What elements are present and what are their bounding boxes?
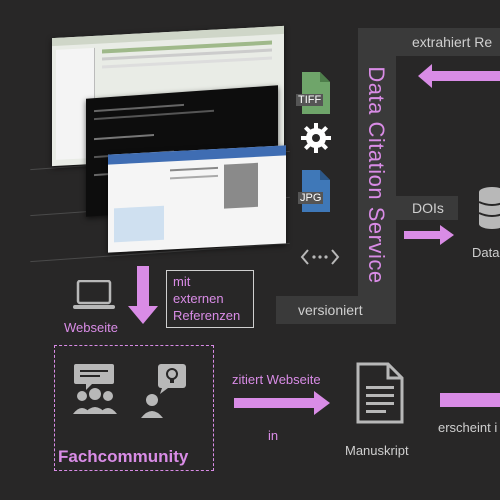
cites-arrow <box>234 390 330 416</box>
database-icon <box>478 186 500 230</box>
appears-arrow <box>440 390 500 410</box>
extracts-label: extrahiert Re <box>412 34 493 50</box>
in-label: in <box>268 428 279 443</box>
down-arrow <box>128 266 158 326</box>
doi-bar: DOIs <box>396 196 458 220</box>
tiff-file-icon: TIFF <box>296 72 332 116</box>
external-references-box: mit externen Referenzen <box>166 270 254 328</box>
data-label: Data <box>472 245 500 260</box>
versioned-bar: versioniert <box>276 296 396 324</box>
external-refs-line-1: mit <box>173 274 191 289</box>
external-refs-line-3: Referenzen <box>173 308 241 323</box>
jpg-label: JPG <box>298 192 324 204</box>
tiff-label: TIFF <box>296 94 324 106</box>
versioned-label: versioniert <box>298 302 363 318</box>
embed-code-icon <box>300 247 340 267</box>
speaker-idea-icon <box>140 362 188 420</box>
community-box <box>54 345 214 471</box>
laptop-icon <box>72 280 116 312</box>
dois-label: DOIs <box>412 200 444 216</box>
screenshot-website <box>108 145 286 253</box>
extracts-arrow <box>418 62 500 90</box>
service-title: Data Citation Service <box>364 66 389 284</box>
dois-arrow <box>404 224 454 246</box>
website-label: Webseite <box>64 320 118 335</box>
document-icon <box>356 362 404 424</box>
jpg-file-icon: JPG <box>296 170 332 214</box>
manuscript-label: Manuskript <box>345 443 409 458</box>
external-refs-line-2: externen <box>173 291 224 306</box>
audience-icon <box>70 362 120 416</box>
extracts-bar: extrahiert Re <box>396 28 500 56</box>
cites-website-label: zitiert Webseite <box>232 372 321 387</box>
appears-label: erscheint i <box>438 420 498 435</box>
community-label: Fachcommunity <box>58 447 189 466</box>
service-band <box>358 28 396 324</box>
gear-icon <box>300 122 332 154</box>
